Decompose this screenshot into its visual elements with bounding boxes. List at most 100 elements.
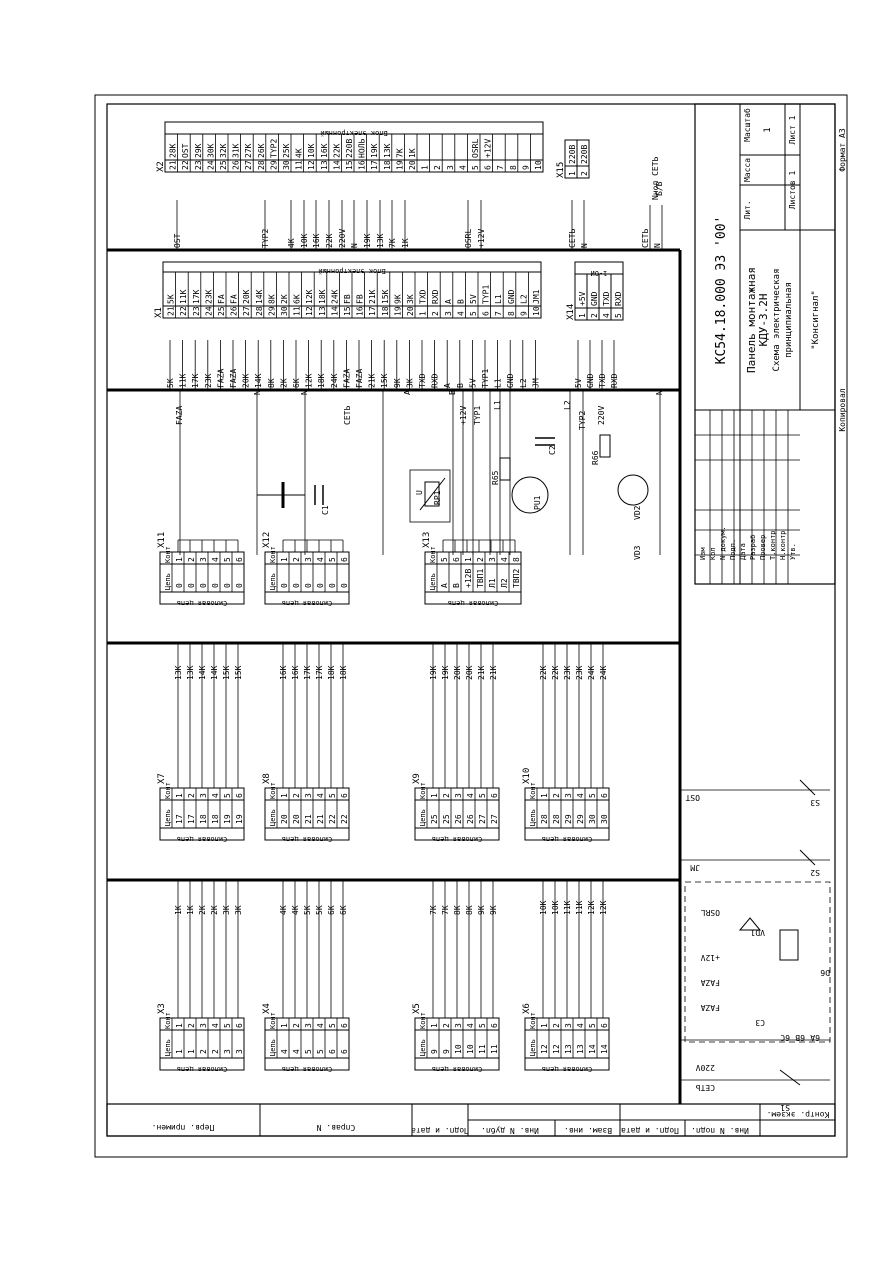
pin-signal: 18 [199, 814, 208, 824]
d6-label: D6 [820, 968, 830, 977]
pin-number: 6 [600, 1023, 609, 1028]
wire-label: N [580, 243, 589, 248]
connector-footer: Силовая цепь [282, 1065, 333, 1073]
connector-footer: Силовая цепь [282, 835, 333, 843]
net-set-label: СЕТЬ [641, 229, 650, 248]
net-n-label: N [653, 243, 662, 248]
pin-signal: НОЛЬ [358, 139, 367, 158]
connector-footer: Силовая цепь [282, 599, 333, 607]
pin-number: 6 [600, 793, 609, 798]
pin-signal: 25K [282, 143, 291, 158]
strip-label: Взам. инв. [564, 1126, 612, 1135]
wire-label: 8K [465, 905, 474, 915]
pin-number: 4 [211, 557, 220, 562]
pin-number: 2 [292, 793, 301, 798]
pin-number: 2 [590, 313, 599, 318]
pin-signal: GND [507, 289, 516, 304]
s1-label: S1 [780, 1103, 790, 1112]
pin-number: 28 [257, 160, 266, 170]
v220-right-label: 220V [696, 1063, 715, 1072]
pin-number: 1 [430, 1023, 439, 1028]
pin-signal: 26K [257, 143, 266, 158]
pin-number: 1 [280, 793, 289, 798]
wire-label: 22K [325, 233, 334, 248]
v220-label: 220V [597, 406, 606, 425]
wire-label: 22K [551, 665, 560, 680]
pin-number: 10 [534, 160, 543, 170]
pin-number: 4 [211, 793, 220, 798]
connector-label: X13 [422, 532, 432, 548]
pin-signal: 18K [318, 289, 327, 304]
col-head: Конт [269, 782, 277, 799]
wire-label: 4K [291, 905, 300, 915]
col-head: Конт [269, 1012, 277, 1029]
pin-number: 3 [564, 1023, 573, 1028]
pin-number: 22 [181, 160, 190, 170]
pin-signal: 19 [235, 814, 244, 824]
pin-signal: RXD [431, 289, 440, 304]
pin-number: 8 [509, 165, 518, 170]
wire-label: 2K [279, 378, 288, 388]
pin-number: 2 [552, 793, 561, 798]
role: Разраб [749, 535, 757, 560]
bs-label: Б/В [655, 181, 664, 196]
pin-signal: 0 [223, 583, 232, 588]
connector-label: X6 [522, 1003, 532, 1014]
wire-label: 20K [453, 665, 462, 680]
pin-number: 5 [588, 793, 597, 798]
pin-number: 4 [466, 793, 475, 798]
pin-number: 4 [466, 1023, 475, 1028]
pin-signal: 30 [588, 814, 597, 824]
pin-number: 2 [433, 165, 442, 170]
pin-signal: 2K [280, 294, 289, 304]
col-head: Цепь [269, 809, 277, 826]
pin-number: 21 [169, 160, 178, 170]
connector-label: X8 [262, 773, 272, 784]
pin-signal: 17K [192, 289, 201, 304]
plus12-label: +12V [459, 406, 468, 425]
connector-label: X1 [154, 307, 164, 318]
wire-label: 6K [327, 905, 336, 915]
wire-label: 15K [380, 373, 389, 388]
pin-number: 6 [340, 557, 349, 562]
wire-label: GND [506, 373, 515, 388]
v12-right-label: +12V [701, 953, 720, 962]
pin-number: 23 [192, 306, 201, 316]
pin-number: 3 [199, 793, 208, 798]
wire-label: 13K [186, 665, 195, 680]
scale-label: Масштаб [742, 108, 752, 142]
pin-signal: 11K [179, 289, 188, 304]
pin-signal: 3 [223, 1049, 232, 1054]
pin-signal: TXD [602, 291, 611, 306]
pin-signal: 20 [280, 814, 289, 824]
pin-signal: 19K [370, 143, 379, 158]
wire-label: 10K [300, 233, 309, 248]
col-head: Цепь [164, 809, 172, 826]
r66-label: R66 [591, 450, 600, 465]
pin-signal: 11 [478, 1044, 487, 1054]
pin-number: 2 [442, 1023, 451, 1028]
wire-label: TXD [598, 373, 607, 388]
wire-label: 24K [599, 665, 608, 680]
wire-label: 19K [429, 665, 438, 680]
pin-signal: FA [217, 294, 226, 304]
pin-number: 3 [199, 557, 208, 562]
pin-number: 9 [519, 311, 528, 316]
wire-label: 13K [174, 665, 183, 680]
pin-number: 16 [356, 306, 365, 316]
pin-signal: 12K [305, 289, 314, 304]
bus-lines [107, 248, 682, 1104]
pin-number: 4 [316, 1023, 325, 1028]
pin-signal: 30 [600, 814, 609, 824]
role: Дата [739, 543, 747, 560]
wire-label: +12V [477, 229, 486, 248]
s2-label: S2 [810, 868, 820, 877]
role: Т.контр [769, 530, 777, 560]
pin-signal: 22 [340, 814, 349, 824]
pin-number: 6 [490, 1023, 499, 1028]
pin-signal: 32K [219, 143, 228, 158]
pin-number: 22 [179, 306, 188, 316]
col-head: Цепь [419, 1039, 427, 1056]
